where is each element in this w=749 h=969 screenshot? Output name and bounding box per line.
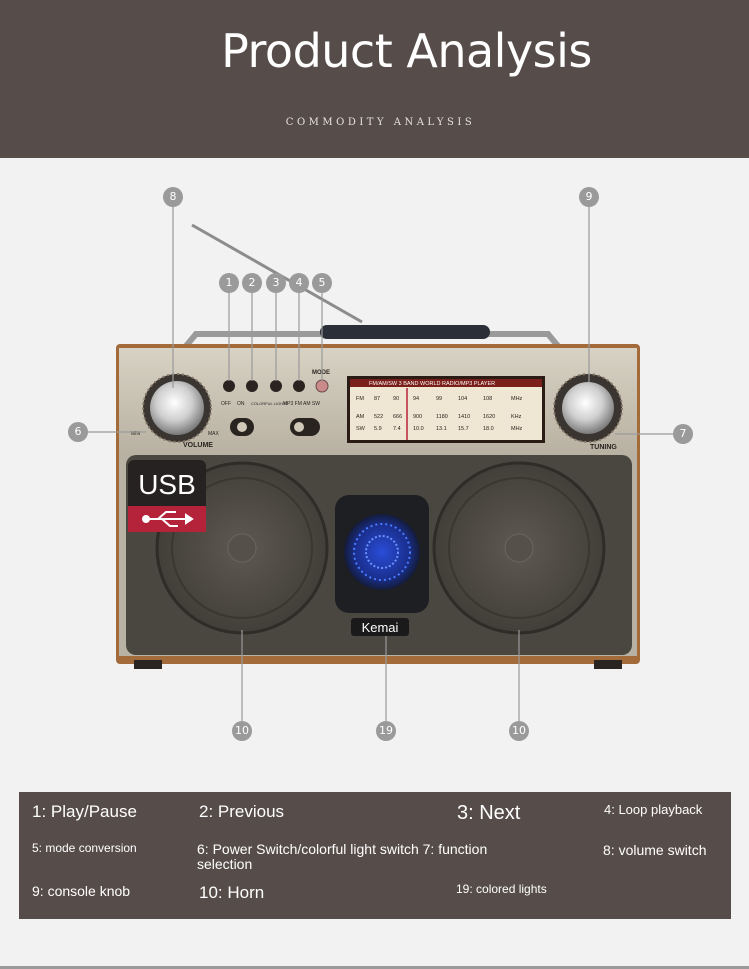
- dial-sw-label: 5.9: [374, 426, 382, 432]
- dial-sw-label: 7.4: [393, 426, 401, 432]
- footer-divider: [0, 966, 749, 969]
- max-label: MAX: [208, 431, 220, 437]
- dial-fm-label: 108: [483, 396, 492, 402]
- dial-fm-label: 87: [374, 396, 380, 402]
- header-banner: Product Analysis COMMODITY ANALYSIS: [0, 0, 749, 158]
- off-label: OFF: [221, 401, 231, 407]
- callout-lines: [88, 206, 673, 721]
- dial-fm-label: MHz: [511, 396, 523, 402]
- dial-sw-label: SW: [356, 426, 366, 432]
- next-button[interactable]: [270, 380, 282, 392]
- callout-19: 19: [376, 721, 396, 741]
- legend-item-6-7: 6: Power Switch/colorful light switch 7:…: [197, 841, 488, 857]
- callout-6: 6: [68, 422, 88, 442]
- loop-button[interactable]: [293, 380, 305, 392]
- colorful-lights-label: COLORFUL LIGHTS: [251, 401, 289, 406]
- dial-title: FM/AM/SW 3 BAND WORLD RADIO/MP3 PLAYER: [369, 381, 495, 387]
- legend-item-8: 8: volume switch: [603, 842, 707, 858]
- colored-lights-inner: [365, 535, 399, 569]
- dial-sw-label: 18.0: [483, 426, 494, 432]
- legend-item-19: 19: colored lights: [456, 882, 547, 896]
- dial-am-label: 1620: [483, 414, 495, 420]
- product-image-area: VOLUME TUNING MODE OFF ON COLORFUL LIGHT…: [0, 158, 749, 778]
- dial-am-label: 522: [374, 414, 383, 420]
- callout-10-left: 10: [232, 721, 252, 741]
- brand-plate: [351, 618, 409, 636]
- dial-am-label: 1410: [458, 414, 470, 420]
- callout-3: 3: [266, 273, 286, 293]
- legend-item-5: 5: mode conversion: [32, 841, 137, 855]
- legend-panel: 1: Play/Pause 2: Previous 3: Next 4: Loo…: [19, 792, 731, 919]
- handle-grip: [320, 325, 490, 339]
- dial-fm-label: FM: [356, 396, 364, 402]
- dial-title-bar: [350, 379, 542, 387]
- radio-illustration: VOLUME TUNING MODE OFF ON COLORFUL LIGHT…: [88, 206, 673, 721]
- speaker-right-cap: [504, 533, 534, 563]
- callout-4: 4: [289, 273, 309, 293]
- dial-row-am: AM 522 666 900 1180 1410 1620 KHz: [356, 414, 522, 420]
- legend-item-4: 4: Loop playback: [604, 802, 703, 817]
- dial-am-label: 1180: [436, 414, 448, 420]
- dial-sw-label: MHz: [511, 426, 523, 432]
- page-title: Product Analysis: [221, 24, 592, 78]
- speaker-left-cap: [227, 533, 257, 563]
- callout-9: 9: [579, 187, 599, 207]
- volume-label: VOLUME: [183, 442, 213, 449]
- callout-5: 5: [312, 273, 332, 293]
- dial-fm-label: 90: [393, 396, 399, 402]
- play-pause-button[interactable]: [223, 380, 235, 392]
- speaker-left-ring: [171, 477, 313, 619]
- min-label: MIN: [131, 431, 141, 437]
- callout-1: 1: [219, 273, 239, 293]
- foot-right: [594, 660, 622, 669]
- callout-7: 7: [673, 424, 693, 444]
- on-label: ON: [237, 401, 245, 407]
- tuning-label: TUNING: [590, 444, 617, 451]
- tuning-knob[interactable]: [562, 382, 614, 434]
- legend-item-2: 2: Previous: [199, 802, 285, 821]
- mode-button[interactable]: [315, 379, 329, 393]
- colored-lights-ring: [353, 523, 411, 581]
- dial-am-label: AM: [356, 414, 365, 420]
- dial-am-label: 900: [413, 414, 422, 420]
- colored-lights: [344, 514, 420, 590]
- previous-button[interactable]: [246, 380, 258, 392]
- dial-fm-label: 99: [436, 396, 442, 402]
- dial-fm-label: 104: [458, 396, 467, 402]
- dial-row-sw: SW 5.9 7.4 10.0 13.1 15.7 18.0 MHz: [356, 426, 523, 432]
- usb-badge-text: USB: [138, 469, 196, 500]
- legend-item-3: 3: Next: [457, 802, 521, 824]
- dial-fm-label: 94: [413, 396, 419, 402]
- callout-10-right: 10: [509, 721, 529, 741]
- bands-label: MP3 FM AM SW: [283, 401, 320, 407]
- brand-name: Kemai: [362, 620, 399, 635]
- callout-2: 2: [242, 273, 262, 293]
- legend-item-6-7-cont: selection: [197, 856, 253, 872]
- dial-sw-label: 15.7: [458, 426, 469, 432]
- dial-am-label: 666: [393, 414, 402, 420]
- tuning-dial-face: [350, 379, 542, 440]
- dial-sw-label: 10.0: [413, 426, 424, 432]
- callout-8: 8: [163, 187, 183, 207]
- foot-left: [134, 660, 162, 669]
- dial-am-label: KHz: [511, 414, 522, 420]
- legend-item-10: 10: Horn: [199, 883, 265, 902]
- page-subtitle: COMMODITY ANALYSIS: [285, 117, 476, 128]
- mode-label: MODE: [312, 370, 330, 376]
- function-switch-knob: [294, 422, 304, 432]
- power-switch-knob: [237, 422, 247, 432]
- usb-icon: [142, 511, 194, 527]
- speaker-right-ring: [448, 477, 590, 619]
- volume-knob[interactable]: [150, 381, 204, 435]
- dial-sw-label: 13.1: [436, 426, 447, 432]
- legend-item-1: 1: Play/Pause: [32, 802, 137, 821]
- legend-item-9: 9: console knob: [32, 883, 131, 899]
- dial-row-fm: FM 87 90 94 99 104 108 MHz: [356, 396, 523, 402]
